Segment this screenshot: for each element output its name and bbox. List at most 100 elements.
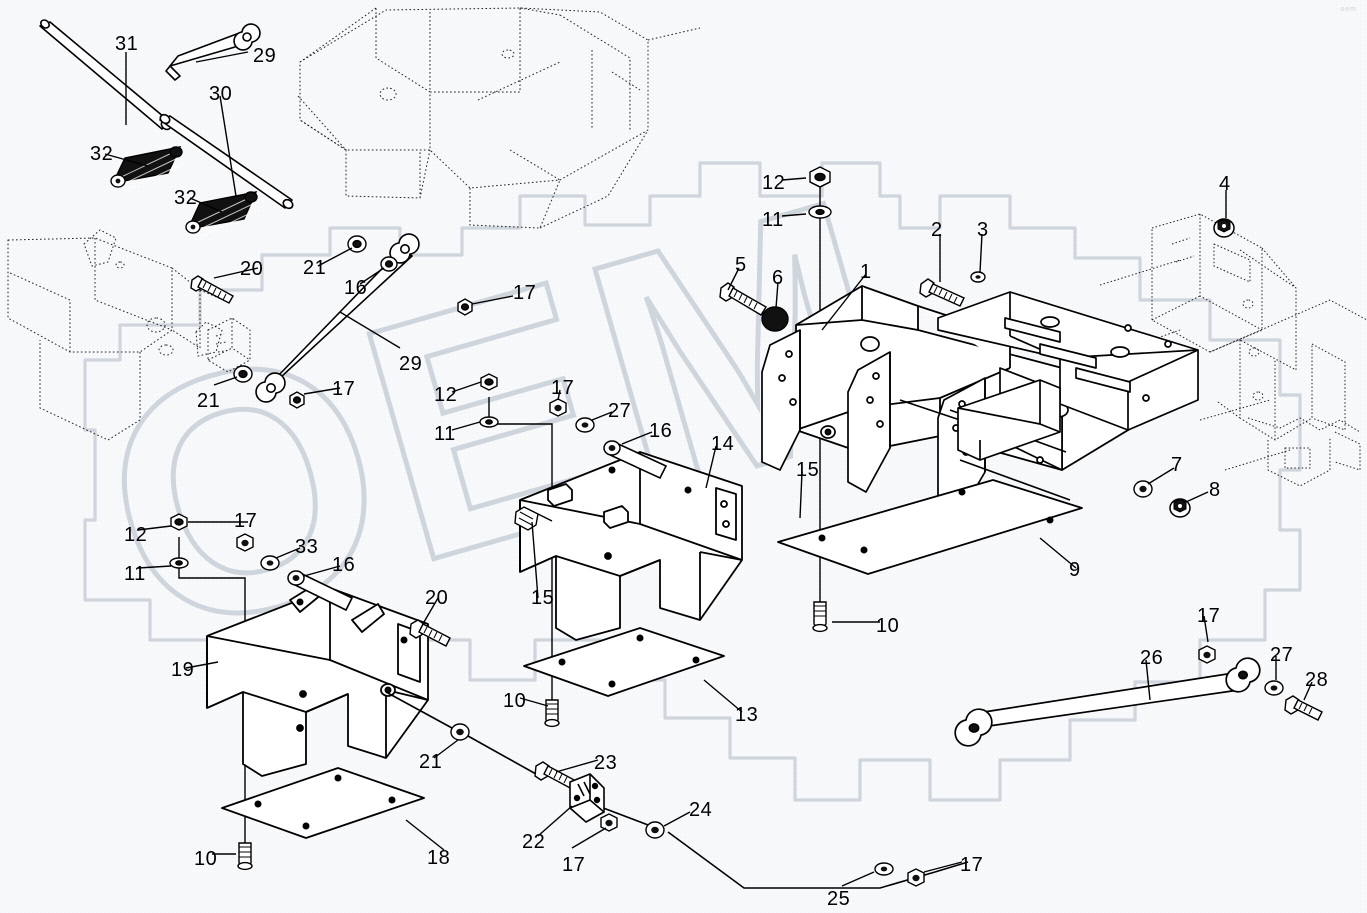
fastener-column-mid bbox=[479, 373, 560, 728]
leader-lines bbox=[104, 51, 1313, 887]
part-27-washer-on-26 bbox=[1264, 680, 1284, 696]
callout-bushing: 16 bbox=[332, 554, 356, 576]
part-12-locknut-c bbox=[170, 513, 188, 531]
callout-hex-screw: 20 bbox=[240, 258, 264, 280]
part-8-flange-nut-2 bbox=[1169, 498, 1191, 518]
part-1-frame-cross-plate bbox=[957, 379, 1061, 461]
callout-washer: 27 bbox=[1270, 644, 1294, 666]
part-10-screw-b bbox=[544, 699, 560, 728]
part-6-rubber-bumper bbox=[761, 306, 789, 332]
callout-lock-nut-flange: 17 bbox=[960, 854, 984, 876]
part-21-spacer-a bbox=[347, 235, 367, 253]
callout-hex-screw: 20 bbox=[425, 587, 449, 609]
callout-washer: 27 bbox=[608, 400, 632, 422]
part-11-washer-c bbox=[169, 557, 189, 569]
part-32-spring-upper bbox=[110, 146, 185, 192]
corner-watermark: oem bbox=[1340, 6, 1357, 13]
phantom-pivot-block bbox=[207, 317, 251, 373]
part-20-hex-screw-a bbox=[190, 275, 234, 304]
callout-lock-nut-flange: 17 bbox=[551, 377, 575, 399]
part-17-locknut-a bbox=[457, 298, 473, 316]
callout-main-frame-bracket: 1 bbox=[860, 261, 872, 283]
callout-lock-nut: 12 bbox=[762, 172, 786, 194]
callout-washer-special: 33 bbox=[295, 536, 319, 558]
part-17-locknut-lower bbox=[600, 813, 618, 832]
callout-spacer-bushing: 21 bbox=[303, 257, 327, 279]
part-16-bushing-on-14 bbox=[603, 440, 668, 480]
callout-pivot-block: 22 bbox=[522, 831, 546, 853]
callout-washer: 11 bbox=[434, 423, 456, 445]
part-24-bushing bbox=[645, 821, 665, 839]
part-4-flange-nut bbox=[1213, 218, 1235, 238]
callout-lock-nut-flange: 17 bbox=[234, 510, 258, 532]
callout-lock-nut-flange: 17 bbox=[1197, 605, 1221, 627]
part-13-wear-plate-center bbox=[523, 627, 725, 697]
part-10-screw-c bbox=[237, 842, 253, 871]
callout-self-tapping-screw: 10 bbox=[876, 615, 900, 637]
part-19-left-shield-bracket bbox=[206, 583, 429, 777]
callout-rubber-bumper: 6 bbox=[772, 267, 784, 289]
part-11-washer-a bbox=[808, 205, 832, 219]
part-16-bushing-a bbox=[380, 256, 398, 272]
callout-link-arm-lower: 29 bbox=[399, 353, 423, 375]
part-7-bushing-small bbox=[1133, 480, 1153, 498]
part-21-spacer-b bbox=[233, 365, 253, 383]
part-25-17-locknut bbox=[874, 862, 925, 887]
callout-lock-nut: 12 bbox=[124, 524, 148, 546]
callout-self-tapping-screw: 10 bbox=[194, 848, 218, 870]
callout-lock-nut-flange: 17 bbox=[513, 282, 537, 304]
callout-spacer-bushing: 21 bbox=[419, 751, 443, 773]
callout-bushing-small: 7 bbox=[1171, 454, 1183, 476]
callout-lock-nut: 12 bbox=[434, 384, 458, 406]
callout-mount-link: 25 bbox=[827, 888, 851, 910]
fastener-column-top bbox=[808, 166, 832, 633]
callout-self-tapping-screw: 15 bbox=[531, 587, 555, 609]
callout-washer: 11 bbox=[762, 209, 784, 231]
callout-flange-nut: 8 bbox=[1209, 479, 1221, 501]
part-20-hex-screw-b bbox=[409, 619, 451, 647]
part-18-wear-plate-left bbox=[221, 767, 425, 839]
callout-bushing: 24 bbox=[689, 799, 713, 821]
part-2-hex-bolt bbox=[919, 278, 965, 307]
part-9-wear-plate-right bbox=[777, 479, 1083, 575]
part-17-locknut-on-26 bbox=[1198, 645, 1216, 664]
part-33-washer bbox=[260, 555, 280, 571]
part-10-screw-a bbox=[812, 601, 828, 633]
part-5-carriage-bolt bbox=[719, 282, 767, 316]
callout-bushing: 16 bbox=[344, 277, 368, 299]
callout-lock-nut-flange: 17 bbox=[332, 378, 356, 400]
part-1-frame-rail-right bbox=[937, 291, 1199, 431]
callout-flange-nut-right: 4 bbox=[1219, 173, 1231, 195]
part-17-locknut-on-14 bbox=[549, 398, 567, 417]
part-11-washer-b bbox=[479, 416, 499, 428]
callout-wear-plate-right: 9 bbox=[1069, 559, 1081, 581]
part-17-locknut-on-19 bbox=[236, 533, 254, 552]
callout-long-rod: 31 bbox=[115, 33, 139, 55]
part-21-spacer-c bbox=[450, 723, 470, 741]
part-31-long-rod bbox=[39, 19, 172, 131]
watermark-gear-outline bbox=[83, 161, 1302, 802]
callout-self-tapping-screw: 15 bbox=[796, 459, 820, 481]
callout-hex-bolt: 28 bbox=[1305, 669, 1329, 691]
part-30-threaded-rod bbox=[159, 113, 294, 210]
part-29-link-arm-lower bbox=[255, 233, 420, 403]
part-16-bushing-on-19 bbox=[287, 570, 354, 612]
callout-center-shield-bracket: 14 bbox=[711, 433, 735, 455]
part-29-link-arm-upper bbox=[165, 23, 261, 81]
part-32-spring-lower bbox=[185, 191, 260, 238]
callout-spring-lower: 32 bbox=[174, 187, 198, 209]
callout-hex-screw: 23 bbox=[594, 752, 618, 774]
callout-link-rod-long: 26 bbox=[1140, 647, 1164, 669]
part-12-locknut-a bbox=[809, 166, 831, 188]
phantom-upper-frame bbox=[297, 7, 701, 229]
callout-left-shield-bracket: 19 bbox=[171, 659, 195, 681]
callout-spacer-bushing: 21 bbox=[197, 390, 221, 412]
part-27-washer-on-14 bbox=[575, 417, 595, 433]
hardware-upper-left-cluster bbox=[190, 235, 473, 409]
callout-link-arm-upper: 29 bbox=[253, 45, 277, 67]
callout-bushing: 16 bbox=[649, 420, 673, 442]
callout-self-tapping-screw: 10 bbox=[503, 690, 527, 712]
